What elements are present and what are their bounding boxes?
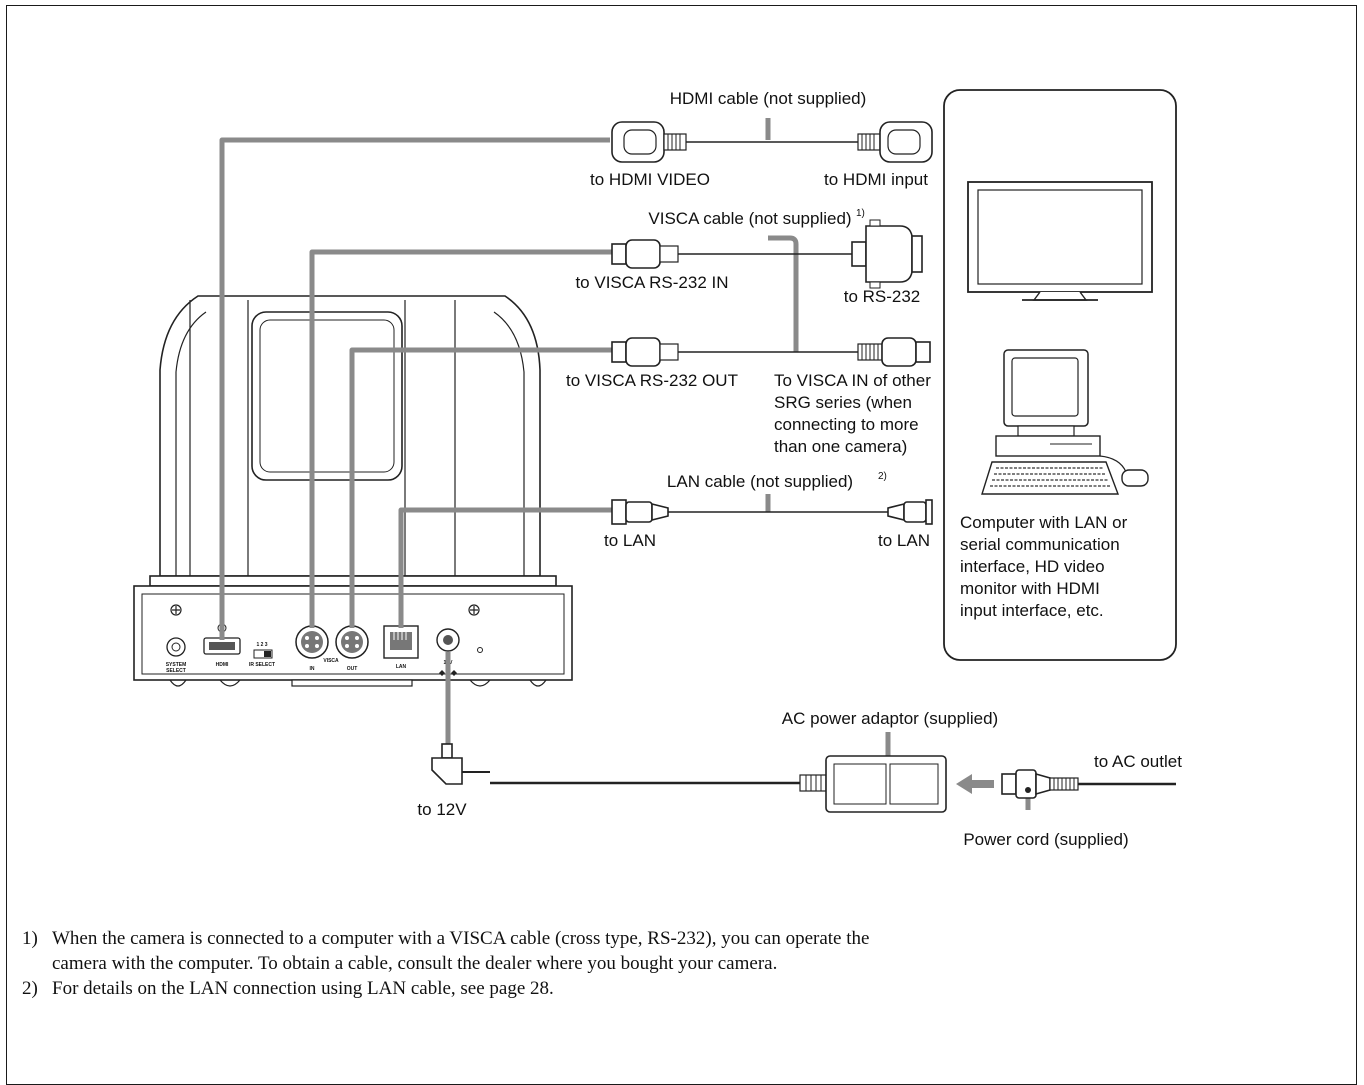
lan-cable-label: LAN cable (not supplied): [667, 472, 853, 491]
footnote-1-line-1: When the camera is connected to a comput…: [52, 928, 870, 949]
visca-in-label: IN: [310, 666, 315, 672]
to-visca-out-label: to VISCA RS-232 OUT: [566, 371, 738, 390]
visca-cable-in: [611, 219, 923, 289]
visca-out-connection-line: [349, 347, 612, 628]
connection-lines: [219, 118, 1031, 810]
visca-in-port: IN: [295, 625, 329, 672]
footnote-2: 2) For details on the LAN connection usi…: [22, 976, 1342, 1001]
hdmi-cable-label: HDMI cable (not supplied): [670, 89, 867, 108]
screw-right-icon: [468, 604, 480, 616]
footnote-1-number: 1): [22, 928, 38, 949]
lan-port: LAN: [383, 625, 419, 670]
other-srg-line-4: than one camera): [774, 437, 907, 456]
footnotes: 1) When the camera is connected to a com…: [22, 926, 1342, 1001]
visca-cable-footnote-ref: 1): [856, 208, 865, 219]
lan-cable: [611, 499, 933, 525]
system-select-dial: SYSTEM SELECT: [166, 637, 187, 674]
connection-diagram: SYSTEM SELECT HDMI 1 2 3 IR SELECT IN VI…: [133, 89, 1182, 849]
to-lan-left-label: to LAN: [604, 531, 656, 550]
to-visca-in-label: to VISCA RS-232 IN: [575, 273, 728, 292]
computer-line-4: monitor with HDMI: [960, 579, 1100, 598]
visca-cable-out: [611, 337, 931, 367]
computer-line-5: input interface, etc.: [960, 601, 1104, 620]
ac-adaptor-label: AC power adaptor (supplied): [782, 709, 998, 728]
visca-in-connection-line: [309, 249, 612, 628]
footnote-2-line-1: For details on the LAN connection using …: [52, 978, 554, 999]
system-select-label-2: SELECT: [166, 668, 186, 674]
to-hdmi-input-label: to HDMI input: [824, 170, 928, 189]
to-12v-label: to 12V: [417, 800, 467, 819]
dc-in-port: 12V: [436, 628, 460, 676]
visca-out-label: OUT: [347, 666, 358, 672]
to-lan-right-label: to LAN: [878, 531, 930, 550]
diagram-labels: HDMI cable (not supplied) to HDMI VIDEO …: [417, 89, 1182, 849]
camera-illustration: SYSTEM SELECT HDMI 1 2 3 IR SELECT IN VI…: [133, 295, 573, 687]
computer-line-3: interface, HD video: [960, 557, 1105, 576]
computer-icon: [981, 349, 1149, 495]
ir-select-label: IR SELECT: [249, 662, 275, 668]
ir-numbers-label: 1 2 3: [256, 642, 267, 648]
plug-in-arrow-icon: [956, 774, 994, 794]
computer-line-2: serial communication: [960, 535, 1120, 554]
visca-out-port: OUT: [335, 625, 369, 672]
to-hdmi-video-label: to HDMI VIDEO: [590, 170, 710, 189]
power-cord-label: Power cord (supplied): [963, 830, 1128, 849]
other-srg-line-1: To VISCA IN of other: [774, 371, 931, 390]
lan-port-label: LAN: [396, 664, 407, 670]
footnote-1: 1) When the camera is connected to a com…: [22, 926, 1342, 976]
to-ac-outlet-label: to AC outlet: [1094, 752, 1182, 771]
computer-line-1: Computer with LAN or: [960, 513, 1128, 532]
footnote-1-line-2: camera with the computer. To obtain a ca…: [52, 953, 778, 974]
visca-cable-pointer: [768, 235, 799, 352]
other-srg-line-2: SRG series (when: [774, 393, 912, 412]
monitor-icon: [967, 181, 1153, 301]
system-select-label-1: SYSTEM: [166, 662, 187, 668]
footnote-2-number: 2): [22, 978, 38, 999]
to-rs232-label: to RS-232: [844, 287, 921, 306]
power-chain: [431, 743, 1176, 813]
visca-cable-label: VISCA cable (not supplied): [648, 209, 851, 228]
hdmi-connection-line: [219, 137, 610, 640]
ir-select-switch: 1 2 3 IR SELECT: [249, 642, 275, 668]
visca-label: VISCA: [323, 658, 339, 664]
lan-connection-line: [398, 507, 612, 628]
screw-left-icon: [170, 604, 182, 616]
hdmi-cable: [611, 121, 933, 163]
lan-cable-footnote-ref: 2): [878, 471, 887, 482]
camera-head: [251, 311, 403, 481]
other-srg-line-3: connecting to more: [774, 415, 919, 434]
hdmi-port-label: HDMI: [216, 662, 229, 668]
